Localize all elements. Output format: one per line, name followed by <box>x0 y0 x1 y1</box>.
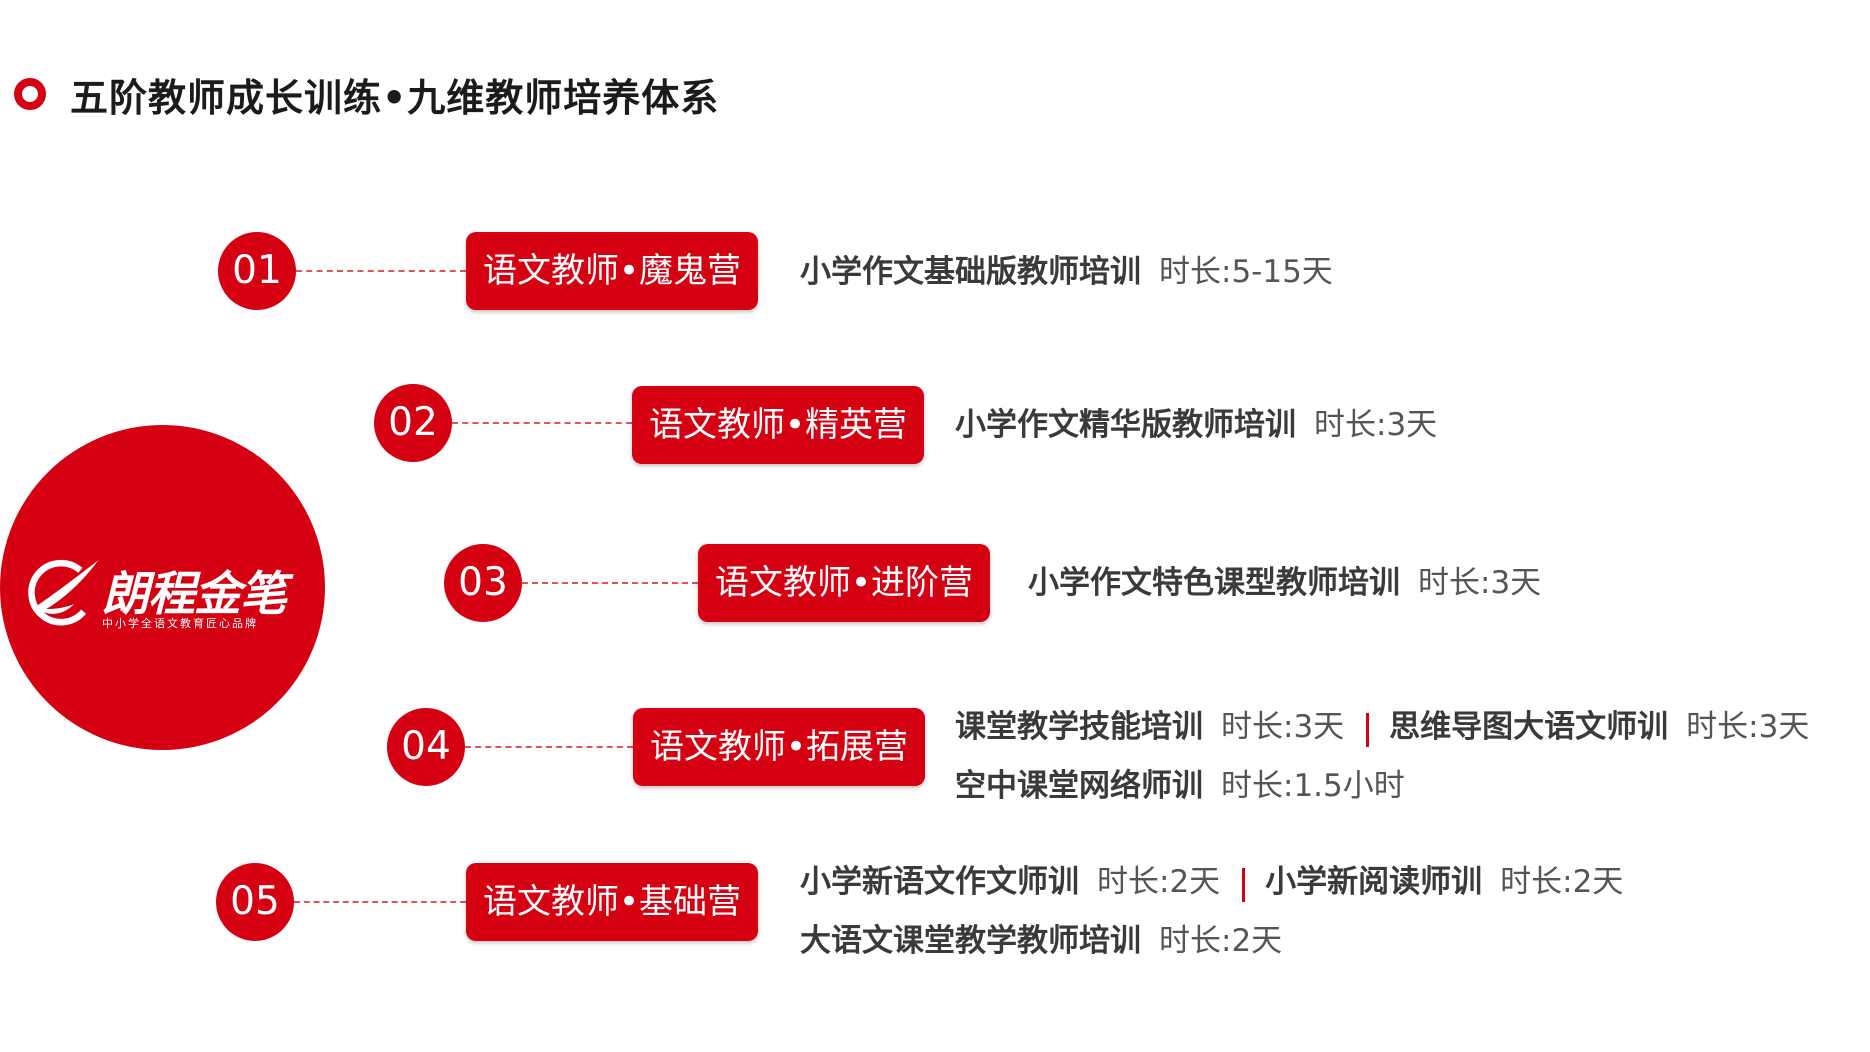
brand-logo-circle: 朗程金笔 中小学全语文教育匠心品牌 <box>0 425 325 750</box>
course-line: 空中课堂网络师训时长:1.5小时 <box>955 761 1405 811</box>
stage-number-badge: 03 <box>444 544 522 622</box>
stage-number-badge: 04 <box>387 708 465 786</box>
stage-number-badge: 05 <box>216 863 294 941</box>
circle-bullet-icon <box>14 78 46 110</box>
course-name: 小学作文基础版教师培训 <box>800 254 1141 290</box>
course-line: 小学新语文作文师训时长:2天小学新阅读师训时长:2天 <box>800 857 1623 907</box>
course-duration: 时长:1.5小时 <box>1221 768 1405 804</box>
connector-line <box>294 901 466 903</box>
connector-line <box>465 746 633 748</box>
course-line: 小学作文基础版教师培训时长:5-15天 <box>800 247 1333 297</box>
course-name: 空中课堂网络师训 <box>955 768 1203 804</box>
swallow-logo-icon <box>28 559 99 626</box>
connector-line <box>522 582 698 584</box>
camp-label: 语文教师•基础营 <box>466 863 758 941</box>
course-duration: 时长:3天 <box>1686 709 1810 745</box>
course-line: 小学作文特色课型教师培训时长:3天 <box>1028 558 1541 608</box>
course-line: 小学作文精华版教师培训时长:3天 <box>955 400 1437 450</box>
course-name: 小学作文特色课型教师培训 <box>1028 565 1400 601</box>
course-duration: 时长:2天 <box>1159 923 1283 959</box>
course-name: 小学新语文作文师训 <box>800 864 1079 900</box>
course-duration: 时长:3天 <box>1418 565 1542 601</box>
course-duration: 时长:2天 <box>1500 864 1624 900</box>
course-name: 思维导图大语文师训 <box>1389 709 1669 745</box>
course-line: 课堂教学技能培训时长:3天思维导图大语文师训时长:3天 <box>955 702 1809 752</box>
course-name: 大语文课堂教学教师培训 <box>800 923 1141 959</box>
course-line: 大语文课堂教学教师培训时长:2天 <box>800 916 1282 966</box>
course-name: 小学新阅读师训 <box>1265 864 1483 900</box>
camp-label: 语文教师•拓展营 <box>633 708 925 786</box>
brand-name: 朗程金笔 <box>102 567 287 622</box>
stage-number-badge: 02 <box>374 384 452 462</box>
camp-label: 语文教师•进阶营 <box>698 544 990 622</box>
course-duration: 时长:5-15天 <box>1159 254 1333 290</box>
header: 五阶教师成长训练•九维教师培养体系 <box>14 68 719 120</box>
separator <box>1242 867 1246 902</box>
course-duration: 时长:3天 <box>1221 709 1345 745</box>
camp-label: 语文教师•精英营 <box>632 386 924 464</box>
connector-line <box>296 270 466 272</box>
stage-number-badge: 01 <box>218 232 296 310</box>
separator <box>1366 712 1370 747</box>
brand-slogan: 中小学全语文教育匠心品牌 <box>102 617 258 630</box>
course-name: 课堂教学技能培训 <box>955 709 1203 745</box>
page-title: 五阶教师成长训练•九维教师培养体系 <box>70 75 720 120</box>
course-name: 小学作文精华版教师培训 <box>955 407 1296 443</box>
camp-label: 语文教师•魔鬼营 <box>466 232 758 310</box>
course-duration: 时长:2天 <box>1097 864 1221 900</box>
connector-line <box>452 422 632 424</box>
course-duration: 时长:3天 <box>1314 407 1438 443</box>
